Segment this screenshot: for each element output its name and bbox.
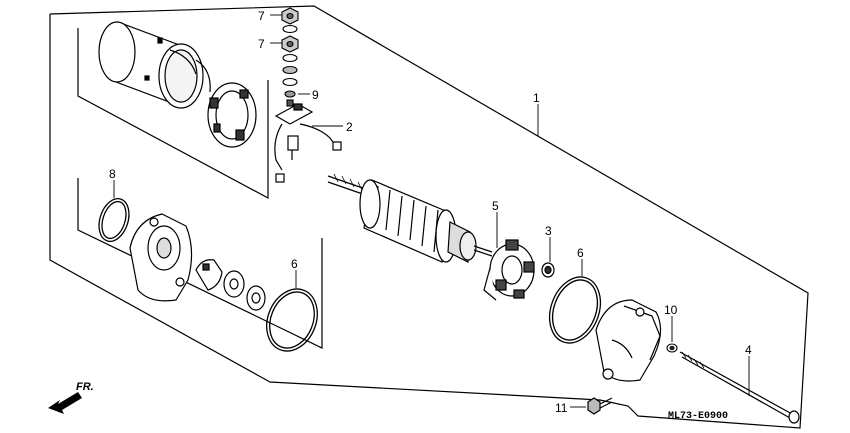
diagram-code: ML73-E0900 <box>668 411 728 422</box>
o-ring-rear <box>548 276 602 344</box>
front-cover-sub-frame <box>77 178 323 349</box>
direction-label: FR. <box>76 381 94 393</box>
callout-11: 11 <box>555 401 568 415</box>
callout-1: 1 <box>533 91 540 105</box>
through-bolt <box>679 351 800 424</box>
callout-7-top: 7 <box>258 9 265 23</box>
outer-assembly-frame <box>49 5 809 429</box>
armature <box>327 173 493 263</box>
yoke-housing <box>98 21 211 109</box>
callout-9: 9 <box>312 88 319 102</box>
front-cover <box>129 213 193 302</box>
brush-assembly <box>274 103 342 183</box>
callout-8: 8 <box>109 167 116 181</box>
washer <box>666 343 678 353</box>
o-ring-front <box>98 197 130 243</box>
callout-3: 3 <box>545 224 552 238</box>
rear-cover <box>595 299 662 382</box>
callout-6-front: 6 <box>291 257 298 271</box>
small-bolt <box>587 397 613 415</box>
callout-7-second: 7 <box>258 37 265 51</box>
brush-plate-rear <box>207 82 257 148</box>
callout-6-rear: 6 <box>577 246 584 260</box>
direction-arrow-icon <box>48 392 82 414</box>
front-washers <box>195 259 266 311</box>
yoke-sub-frame <box>77 28 269 200</box>
callout-labels: 7 7 9 2 1 8 6 5 3 6 10 4 11 <box>109 9 752 415</box>
callout-2: 2 <box>346 120 353 134</box>
o-ring-front-large <box>266 288 318 352</box>
spring <box>541 262 555 278</box>
front-direction-indicator: FR. <box>48 381 94 414</box>
brush-holder <box>483 239 535 301</box>
nut-washer-stack <box>281 7 299 107</box>
callout-10: 10 <box>664 303 678 317</box>
callout-4: 4 <box>745 343 752 357</box>
leader-lines <box>113 14 750 408</box>
callout-5: 5 <box>492 199 499 213</box>
assembly-outline <box>49 5 809 429</box>
